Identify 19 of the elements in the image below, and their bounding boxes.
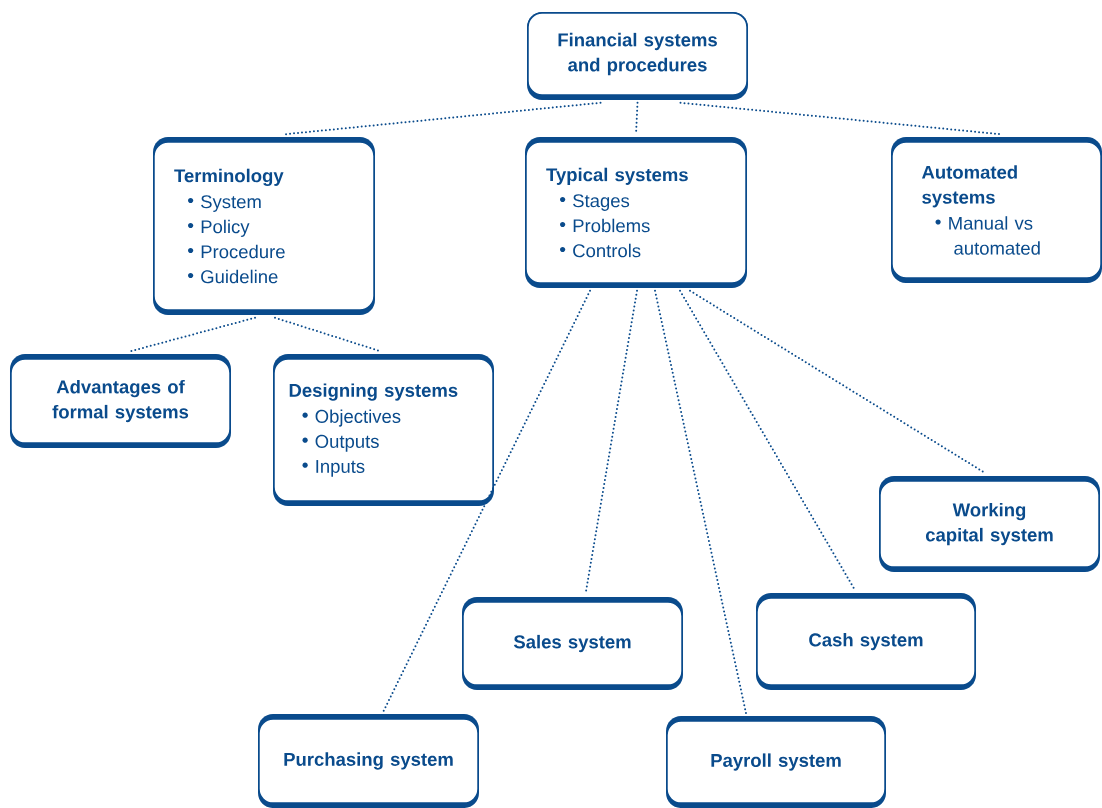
process-box: Designing systems Objectives Outputs Inputs <box>273 354 494 506</box>
process-box: Automated systems Manual vs automated <box>891 137 1102 283</box>
process-box: Sales system <box>462 597 683 690</box>
dotted-line <box>284 101 602 136</box>
dotted-line <box>679 101 1002 136</box>
process-box: Cash system <box>756 593 976 690</box>
process-box: Financial systems and procedures <box>527 12 748 100</box>
dotted-line <box>129 316 256 353</box>
dotted-line <box>679 289 856 592</box>
dotted-line <box>274 316 382 353</box>
process-box: Terminology System Policy Procedure Guideline <box>153 137 375 315</box>
dotted-line <box>689 289 987 475</box>
process-box: Working capital system <box>879 476 1100 572</box>
process-box: Payroll system <box>666 716 886 808</box>
dotted-line <box>654 289 747 715</box>
process-box: Advantages of formal systems <box>10 354 231 448</box>
process-box: Purchasing system <box>258 714 479 808</box>
dotted-line <box>382 289 591 713</box>
process-box: Typical systems Stages Problems Controls <box>525 137 747 288</box>
